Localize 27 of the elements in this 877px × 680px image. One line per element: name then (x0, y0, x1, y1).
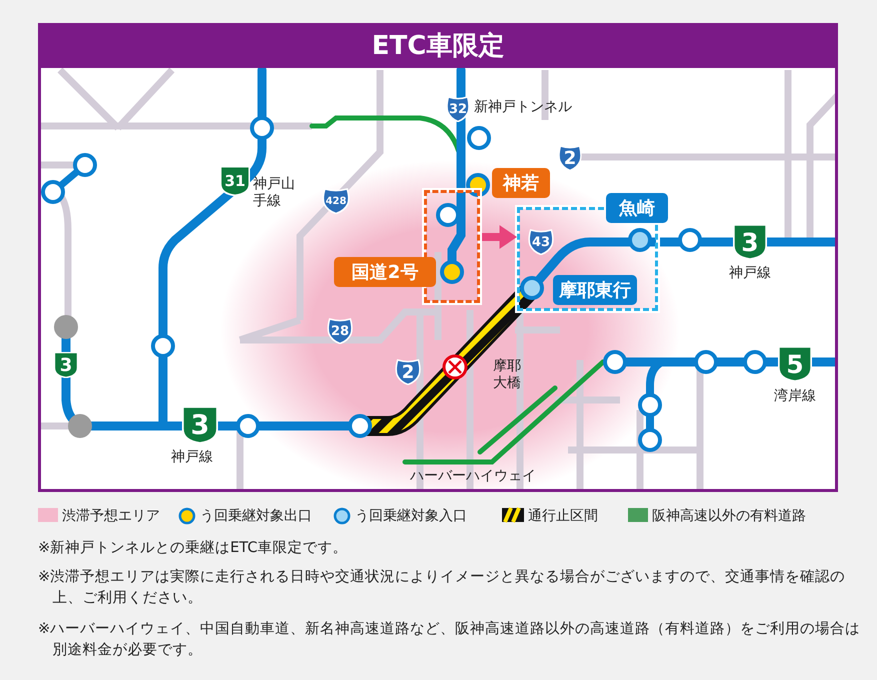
expressway-route-sign: 3 (182, 406, 218, 444)
place-name: 摩耶大橋 (492, 358, 522, 392)
map-title: ETC車限定 (38, 23, 838, 68)
road-name: 湾岸線 (773, 388, 817, 405)
expressway-route-sign: 3 (54, 352, 78, 378)
expressway-route-sign: 31 (220, 166, 250, 196)
exit-area-frame (422, 188, 482, 305)
road-name: 神戸線 (728, 265, 772, 282)
road-name: 新神戸トンネル (474, 99, 572, 116)
road-name: 神戸線 (170, 449, 214, 466)
place-name: ハーバーハイウェイ (410, 468, 536, 485)
place-label: 神若 (492, 168, 550, 198)
place-label: 国道2号 (334, 257, 436, 287)
legend-label: 渋滞予想エリア (62, 507, 160, 525)
note-text: ※新神戸トンネルとの乗継はETC車限定です。 (38, 538, 348, 558)
arrow (482, 225, 517, 249)
place-label: 摩耶東行 (553, 275, 637, 305)
legend-label: 通行止区間 (528, 507, 598, 525)
legend-label: 阪神高速以外の有料道路 (652, 507, 806, 525)
note-text: ※渋滞予想エリアは実際に走行される日時や交通状況によりイメージと異なる場合がございますので、交通事情を確認の上、ご利用ください。 (38, 568, 846, 608)
note-text: ※ハーバーハイウェイ、中国自動車道、新名神高速道路など、阪神高速道路以外の高速道路（有料道路）をご利用の場合は別途料金が必要です。 (38, 620, 862, 660)
legend-label: う回乗継対象入口 (355, 507, 467, 525)
expressway-route-sign: 5 (778, 346, 812, 382)
place-label: 魚崎 (606, 193, 668, 223)
road-name: 神戸山手線 (253, 176, 296, 210)
legend-label: う回乗継対象出口 (200, 507, 312, 525)
expressway-route-sign: 3 (733, 224, 767, 260)
